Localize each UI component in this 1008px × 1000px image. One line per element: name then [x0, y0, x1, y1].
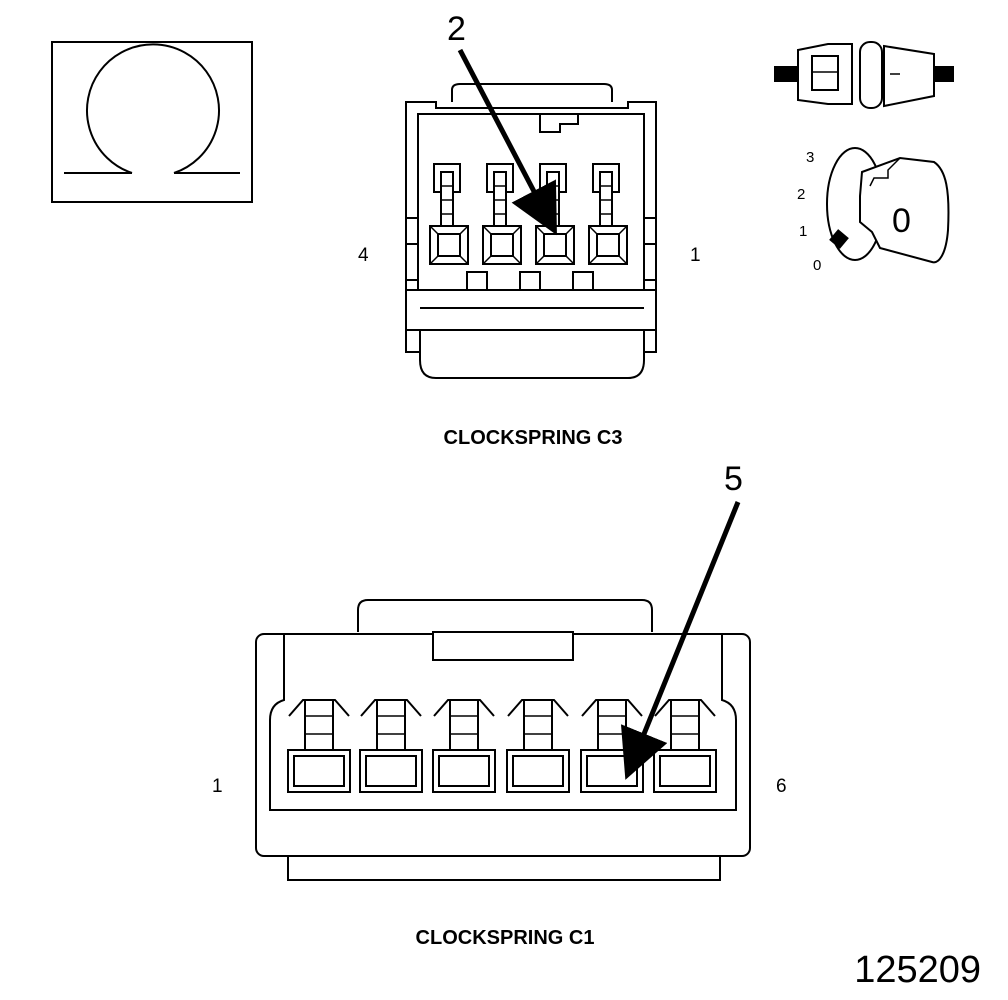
c3-pin-label-left: 4	[358, 245, 369, 266]
c3-cavity	[482, 163, 522, 265]
c1-callout-number: 5	[724, 460, 743, 498]
c1-caption: CLOCKSPRING C1	[416, 927, 595, 949]
ignition-position-2: 2	[797, 186, 805, 203]
c3-callout-number: 2	[447, 10, 466, 48]
ignition-position-3: 3	[806, 149, 814, 166]
ignition-position-0: 0	[813, 257, 821, 274]
c1-cavity	[506, 699, 570, 793]
ignition-key-icon	[774, 41, 954, 264]
c3-cavity	[429, 163, 469, 265]
c1-cavity	[359, 699, 423, 793]
c1-cavity	[432, 699, 496, 793]
c3-callout-arrow	[457, 48, 557, 236]
c3-cavity	[588, 163, 628, 265]
disconnected-connector-icon	[774, 41, 954, 109]
c1-callout-arrow	[620, 501, 741, 780]
key-label: 0	[892, 202, 911, 240]
c1-pin-label-left: 1	[212, 776, 223, 797]
c3-caption: CLOCKSPRING C3	[444, 427, 623, 449]
c1-pin-label-right: 6	[776, 776, 787, 797]
ohm-icon	[51, 41, 253, 203]
c3-pin-label-right: 1	[690, 245, 701, 266]
connector-c1-drawing	[255, 599, 751, 881]
c1-cavity	[287, 699, 351, 793]
connector-c3-cavities	[429, 163, 628, 265]
figure-number: 125209	[854, 949, 981, 991]
ignition-position-1: 1	[799, 223, 807, 240]
key-cylinder-icon	[826, 147, 950, 264]
